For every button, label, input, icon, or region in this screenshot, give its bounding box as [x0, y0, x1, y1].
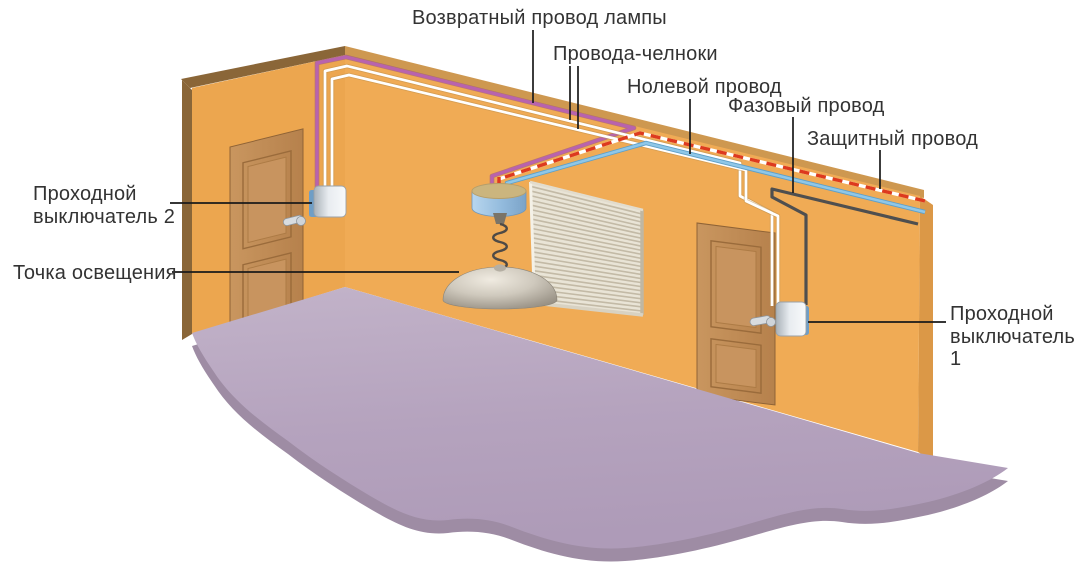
- label-neutral-wire: Нолевой провод: [627, 76, 782, 98]
- label-lamp-return-wire: Возвратный провод лампы: [412, 7, 667, 29]
- label-phase-wire: Фазовый провод: [728, 95, 885, 117]
- lamp-shade-tip: [494, 264, 506, 272]
- left-door-handle: [282, 215, 306, 226]
- right-door-handle: [749, 315, 776, 327]
- left-wall-top-edge: [181, 46, 345, 88]
- switch1-body: [775, 301, 807, 337]
- lighting-point-lamp: [442, 183, 558, 310]
- front-wall-right-side: [918, 196, 933, 461]
- lamp-cap-top: [471, 183, 527, 199]
- left-wall-side-edge: [182, 80, 192, 340]
- label-pass-switch-1: Проходной выключатель 1: [950, 303, 1075, 371]
- pointer-lines: [170, 30, 946, 323]
- phase-wire: [770, 187, 919, 305]
- right-door: [696, 222, 776, 406]
- traveler-wire-2: [330, 73, 780, 306]
- pass-switch-2-box: [309, 185, 347, 218]
- label-lighting-point: Точка освещения: [13, 262, 177, 284]
- blinds-bottom-rail: [533, 301, 644, 317]
- label-protective-wire: Защитный провод: [807, 128, 978, 150]
- floor-surface: [192, 287, 1008, 549]
- label-pass-switch-2: Проходной выключатель 2: [33, 183, 176, 228]
- blinds-top-rail: [529, 180, 644, 212]
- lamp-spiral-cord: [492, 222, 508, 271]
- front-wall-top-edge: [345, 46, 924, 198]
- lamp-return-wire: [315, 55, 636, 192]
- switch2-body: [313, 185, 347, 218]
- lamp-shade-dome: [442, 266, 558, 310]
- lamp-cord-nipple: [493, 213, 507, 224]
- floor: [192, 287, 1008, 562]
- pass-switch-1-box: [775, 301, 809, 337]
- left-door: [229, 128, 306, 344]
- label-traveler-wires: Провода-челноки: [553, 43, 718, 65]
- blinds-slats: [531, 185, 643, 312]
